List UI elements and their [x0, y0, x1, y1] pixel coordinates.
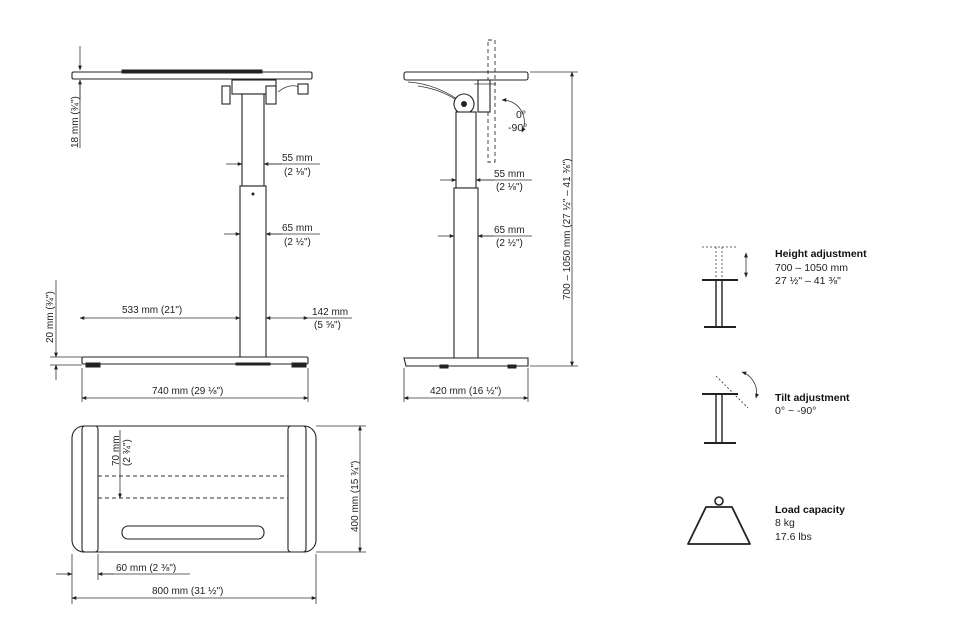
front-base-left: 533 mm (21") — [122, 305, 182, 316]
top-rail-offset-in: (2 ¾") — [122, 439, 133, 466]
side-mechanism — [407, 79, 496, 115]
side-base-depth: 420 mm (16 ½") — [430, 386, 501, 397]
side-upper-width: 55 mm — [494, 169, 525, 180]
top-tabletop — [71, 425, 317, 553]
front-base — [81, 356, 309, 365]
top-handle-slot — [121, 525, 265, 540]
side-lower-column — [453, 187, 479, 359]
feature-height-line1: 700 – 1050 mm — [775, 262, 848, 274]
top-right-rail — [287, 425, 307, 553]
top-left-rail — [81, 425, 99, 553]
feature-height-line2: 27 ½" – 41 ⅜" — [775, 275, 841, 287]
feature-height-title: Height adjustment — [775, 248, 867, 260]
weight-icon — [687, 496, 751, 545]
top-edge-offset: 60 mm (2 ⅜") — [116, 563, 176, 574]
top-rail-offset: 70 mm — [111, 435, 122, 466]
side-tilt-top: 0° — [516, 109, 526, 121]
front-top-thickness: 18 mm (¾") — [70, 96, 81, 148]
feature-load-line2: 17.6 lbs — [775, 531, 812, 543]
top-view: 70 mm (2 ¾") 400 mm (15 ¾") 60 mm (2 ⅜")… — [56, 425, 366, 604]
front-base-length: 740 mm (29 ⅛") — [152, 386, 223, 397]
feature-tilt-line1: 0° ~ -90° — [775, 405, 816, 417]
side-height-range: 700 – 1050 mm (27 ½" – 41 ⅜") — [562, 158, 573, 300]
front-lower-width: 65 mm — [282, 223, 313, 234]
side-tilt-bottom: -90° — [508, 122, 527, 134]
height-adjust-icon — [702, 246, 748, 328]
feature-load-title: Load capacity — [775, 504, 845, 516]
top-width: 800 mm (31 ½") — [152, 586, 223, 597]
feature-load: Load capacity 8 kg 17.6 lbs — [687, 496, 845, 545]
side-tabletop — [403, 71, 529, 81]
side-upper-width-in: (2 ⅛") — [496, 182, 523, 193]
side-upper-column — [455, 111, 477, 189]
front-mechanism — [221, 79, 309, 105]
front-upper-width: 55 mm — [282, 153, 313, 164]
feature-tilt-title: Tilt adjustment — [775, 392, 850, 404]
tilt-adjust-icon — [702, 371, 759, 444]
front-view: 18 mm (¾") 55 mm (2 ⅛") 65 mm (2 ½") 533… — [45, 46, 352, 402]
front-upper-column — [241, 93, 265, 187]
side-lower-width-in: (2 ½") — [496, 238, 523, 249]
feature-load-line1: 8 kg — [775, 517, 795, 529]
front-base-right: 142 mm — [312, 307, 348, 318]
front-lower-width-in: (2 ½") — [284, 237, 311, 248]
top-depth: 400 mm (15 ¾") — [350, 461, 361, 532]
feature-height: Height adjustment 700 – 1050 mm 27 ½" – … — [702, 246, 867, 328]
front-foot-height: 20 mm (¾") — [45, 291, 56, 343]
side-base — [403, 357, 529, 367]
side-lower-width: 65 mm — [494, 225, 525, 236]
side-view: 0° -90° 55 mm (2 ⅛") 65 mm (2 ½") 700 – … — [403, 39, 578, 402]
front-lower-column — [239, 185, 267, 359]
front-upper-width-in: (2 ⅛") — [284, 167, 311, 178]
feature-tilt: Tilt adjustment 0° ~ -90° — [702, 371, 850, 444]
front-base-right-in: (5 ⅝") — [314, 320, 341, 331]
